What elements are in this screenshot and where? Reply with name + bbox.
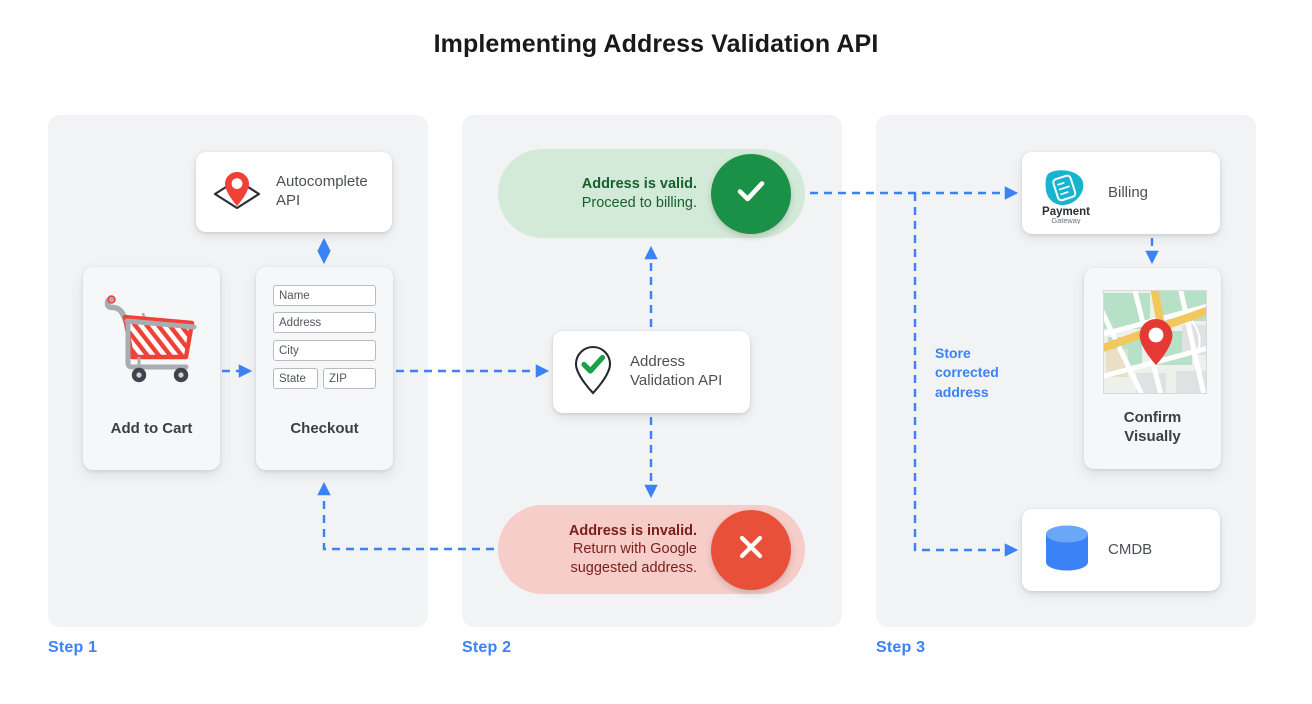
address-valid-line2: Proceed to billing.: [581, 194, 697, 211]
step2-label: Step 2: [462, 639, 512, 656]
valid-check-badge: [711, 153, 791, 234]
confirm-visually-caption-line1: Confirm: [1123, 409, 1182, 426]
address-validation-title-line1: Address: [630, 353, 686, 371]
store-note-line1: Store: [935, 345, 971, 361]
checkout-caption: Checkout: [290, 420, 359, 437]
address-invalid-line2: Return with Google: [572, 541, 697, 558]
billing-card[interactable]: Payment Gateway Billing: [1022, 152, 1220, 234]
address-validation-title-line2: Validation API: [630, 372, 723, 389]
map-pin-diamond-icon: [208, 161, 266, 224]
checkout-city-field[interactable]: City: [273, 340, 376, 361]
autocomplete-api-card[interactable]: Autocomplete API: [196, 152, 392, 232]
address-valid-pill: Address is valid. Proceed to billing.: [498, 149, 805, 238]
store-corrected-address-note: Store corrected address: [935, 344, 1045, 402]
checkout-card[interactable]: Name Address City State ZIP Checkout: [256, 267, 393, 470]
checkout-name-field[interactable]: Name: [273, 285, 376, 306]
autocomplete-api-title-line1: Autocomplete: [276, 173, 368, 191]
address-invalid-line1: Address is invalid.: [568, 522, 697, 539]
address-invalid-text: Address is invalid. Return with Google s…: [569, 522, 697, 578]
svg-text:Gateway: Gateway: [1051, 216, 1080, 224]
address-valid-line1: Address is valid.: [581, 175, 697, 192]
store-note-line2: corrected: [935, 364, 999, 381]
address-validation-api-card[interactable]: Address Validation API: [553, 331, 750, 413]
step1-label: Step 1: [48, 639, 98, 656]
add-to-cart-card[interactable]: Add to Cart: [83, 267, 220, 470]
step3-label: Step 3: [876, 639, 926, 656]
add-to-cart-caption: Add to Cart: [110, 420, 193, 437]
cmdb-title: CMDB: [1108, 540, 1153, 558]
cmdb-card[interactable]: CMDB: [1022, 509, 1220, 591]
store-note-line3: address: [935, 383, 989, 400]
checkout-address-field[interactable]: Address: [273, 312, 376, 333]
shopping-cart-icon: [101, 285, 203, 392]
checkout-zip-field[interactable]: ZIP: [323, 368, 376, 389]
pin-check-icon: [567, 341, 619, 404]
address-invalid-pill: Address is invalid. Return with Google s…: [498, 505, 805, 594]
invalid-close-badge: [711, 509, 791, 590]
address-valid-text: Address is valid. Proceed to billing.: [582, 175, 697, 212]
confirm-visually-caption-line2: Visually: [1124, 428, 1181, 445]
billing-title: Billing: [1108, 183, 1149, 201]
map-thumbnail-icon: [1103, 290, 1207, 394]
autocomplete-api-title-line2: API: [276, 192, 301, 209]
address-invalid-line3: suggested address.: [570, 559, 697, 576]
check-icon: [730, 170, 772, 217]
close-icon: [731, 527, 771, 572]
svg-text:Payment: Payment: [1042, 206, 1090, 218]
confirm-visually-card[interactable]: Confirm Visually: [1084, 268, 1221, 469]
page-title: Implementing Address Validation API: [433, 30, 879, 58]
payment-gateway-icon: Payment Gateway: [1036, 162, 1096, 225]
checkout-state-field[interactable]: State: [273, 368, 318, 389]
database-icon: [1040, 520, 1094, 581]
